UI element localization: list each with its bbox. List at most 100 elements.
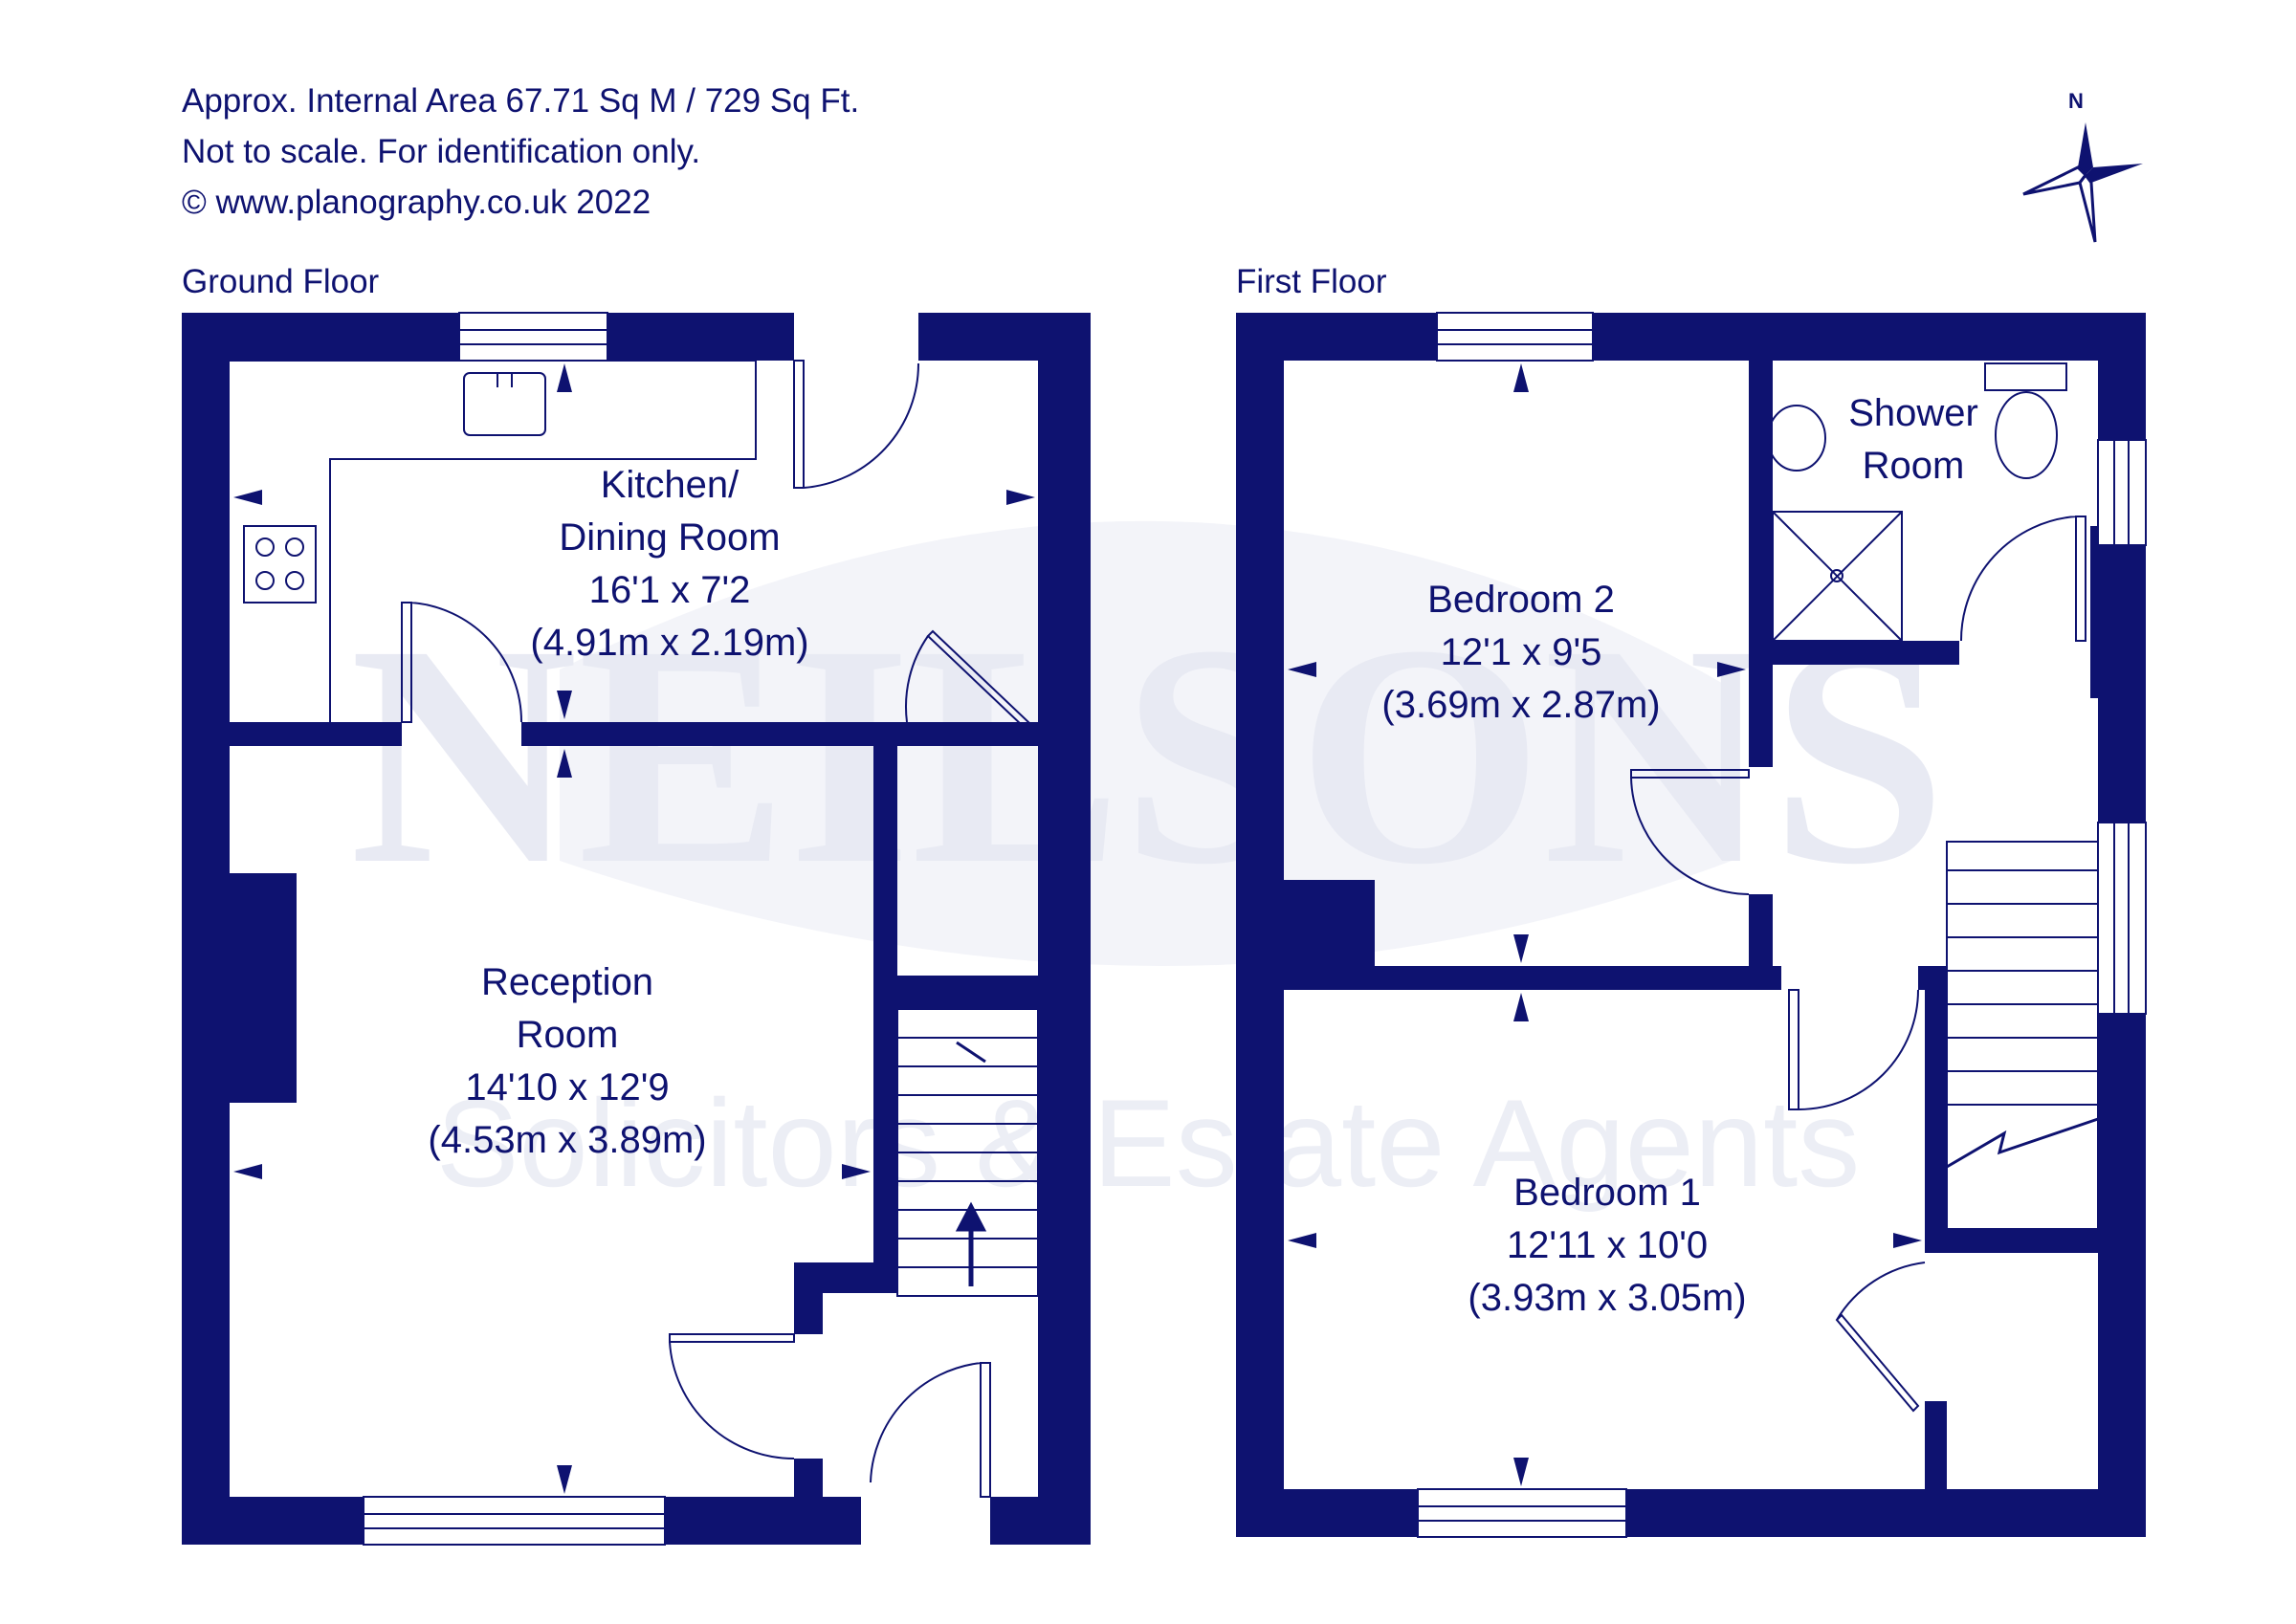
scale-disclaimer: Not to scale. For identification only. bbox=[182, 133, 701, 170]
bedroom2-metric: (3.69m x 2.87m) bbox=[1381, 684, 1660, 726]
watermark-tagline: Solicitors & Estate Agents bbox=[436, 1073, 1861, 1213]
ff-wall-bottom-right bbox=[1626, 1489, 2146, 1537]
ff-bed2-door-swing bbox=[1630, 769, 1750, 895]
kitchen-metric: (4.91m x 2.19m) bbox=[530, 622, 808, 664]
gf-kitchen-worktop bbox=[230, 360, 757, 722]
ff-wall-top-right bbox=[1593, 313, 2146, 361]
shower-drain-icon bbox=[1830, 569, 1843, 582]
dimension-arrow-icon bbox=[1513, 934, 1529, 963]
dimension-arrow-icon bbox=[1893, 1233, 1922, 1248]
first-floor-fixtures bbox=[1417, 312, 2147, 1538]
ff-wall-stub bbox=[1918, 966, 1947, 990]
gf-hall-wall-bottom bbox=[794, 1459, 823, 1497]
sink-icon bbox=[463, 372, 546, 436]
dimension-arrow-icon bbox=[557, 749, 572, 778]
ff-wall-shower-bottom bbox=[1773, 641, 1959, 665]
ff-wall-top-left bbox=[1236, 313, 1437, 361]
reception-name-1: Reception bbox=[481, 961, 653, 1003]
dimension-arrow-icon bbox=[1513, 993, 1529, 1021]
dimension-arrow-icon bbox=[1006, 490, 1035, 505]
kitchen-name-2: Dining Room bbox=[559, 516, 780, 559]
gf-back-door-swing bbox=[793, 360, 920, 489]
dimension-arrow-icon bbox=[233, 490, 262, 505]
ff-wall-right-thick bbox=[2090, 526, 2146, 698]
hob-icon bbox=[243, 525, 317, 604]
gf-wall-bottom-mid bbox=[665, 1497, 861, 1545]
bedroom1-name: Bedroom 1 bbox=[1513, 1172, 1701, 1214]
dimension-arrow-icon bbox=[233, 1164, 262, 1179]
ff-wall-bed2-right bbox=[1749, 361, 1773, 767]
ff-cupboard-door-swing bbox=[1835, 1262, 1926, 1413]
shower-tray-line bbox=[1772, 511, 1903, 642]
watermark-arch bbox=[560, 520, 1732, 966]
ff-shower-door-swing bbox=[1959, 516, 2086, 642]
gf-wall-top-left bbox=[182, 313, 459, 361]
dimension-arrow-icon bbox=[557, 1465, 572, 1494]
ground-floor-plan bbox=[182, 313, 1091, 1545]
gf-wall-left bbox=[182, 313, 230, 1545]
dimension-arrow-icon bbox=[1717, 662, 1746, 677]
gf-kitchen-door-swing bbox=[401, 602, 523, 723]
hob-ring bbox=[285, 538, 304, 557]
stair-break-icon bbox=[1946, 1117, 2099, 1169]
gf-chimney-breast bbox=[230, 873, 297, 1103]
compass-west-point bbox=[2022, 165, 2087, 196]
gf-kitchen-window bbox=[458, 312, 608, 362]
toilet-cistern-icon bbox=[1984, 362, 2067, 391]
hob-ring bbox=[255, 571, 275, 590]
shower-room-name-2: Room bbox=[1863, 445, 1965, 487]
gf-wall-under-stairs bbox=[873, 976, 1038, 1009]
dimension-arrow-icon bbox=[1513, 1458, 1529, 1486]
gf-wall-stub bbox=[1031, 722, 1038, 746]
gf-cupboard-door-swing bbox=[905, 629, 1030, 729]
ff-wall-bottom-left bbox=[1236, 1489, 1418, 1537]
ff-wall-between-bedrooms bbox=[1375, 966, 1781, 990]
dimension-arrow-icon bbox=[1288, 1233, 1316, 1248]
compass-east-point bbox=[2086, 164, 2143, 183]
gf-wall-top-mid bbox=[607, 313, 794, 361]
copyright-notice: © www.planography.co.uk 2022 bbox=[182, 184, 651, 221]
dimension-arrow-icon bbox=[557, 363, 572, 392]
bedroom1-metric: (3.93m x 3.05m) bbox=[1468, 1277, 1746, 1319]
gf-wall-bottom-right bbox=[990, 1497, 1091, 1545]
reception-imperial: 14'10 x 12'9 bbox=[465, 1066, 669, 1108]
gf-reception-door-swing bbox=[669, 1333, 795, 1460]
stair-break-icon bbox=[956, 1041, 986, 1064]
hob-ring bbox=[255, 538, 275, 557]
shower-room-name-1: Shower bbox=[1848, 392, 1978, 434]
gf-front-door-swing bbox=[870, 1362, 991, 1498]
gf-wall-kitchen-left bbox=[230, 722, 402, 746]
toilet-bowl-icon bbox=[1995, 391, 2058, 479]
ff-bed2-window bbox=[1436, 312, 1594, 362]
ff-bed1-window bbox=[1417, 1488, 1627, 1538]
area-caption: Approx. Internal Area 67.71 Sq M / 729 S… bbox=[182, 82, 860, 120]
gf-wall-bottom-left bbox=[182, 1497, 364, 1545]
kitchen-name-1: Kitchen/ bbox=[601, 464, 740, 506]
first-floor-label: First Floor bbox=[1236, 263, 1387, 300]
gf-hall-wall-step bbox=[794, 1262, 823, 1334]
bedroom1-imperial: 12'11 x 10'0 bbox=[1507, 1224, 1708, 1266]
gf-dimension-markers bbox=[233, 363, 1035, 1494]
ff-wall-cupboard-top bbox=[1925, 1229, 2098, 1253]
ff-staircase bbox=[1946, 841, 2099, 1230]
dimension-arrow-icon bbox=[1513, 363, 1529, 392]
stair-up-arrow-icon bbox=[955, 1201, 987, 1286]
gf-reception-window bbox=[363, 1496, 666, 1546]
bedroom2-imperial: 12'1 x 9'5 bbox=[1441, 631, 1602, 673]
north-compass: N bbox=[2022, 89, 2143, 243]
ground-floor-label: Ground Floor bbox=[182, 263, 380, 300]
gf-wall-right bbox=[1038, 313, 1091, 1545]
compass-south-point bbox=[2078, 172, 2097, 243]
ff-landing-window bbox=[2097, 822, 2147, 1015]
gf-room-labels: Kitchen/ Dining Room 16'1 x 7'2 (4.91m x… bbox=[428, 464, 808, 1161]
hob-ring bbox=[285, 571, 304, 590]
watermark-logo: NEILSONS Solicitors & Estate Agents bbox=[349, 520, 1947, 1213]
reception-name-2: Room bbox=[517, 1014, 619, 1056]
dimension-arrow-icon bbox=[842, 1164, 871, 1179]
compass-north-point bbox=[2078, 122, 2093, 175]
gf-wall-kitchen-right bbox=[521, 722, 1033, 746]
kitchen-imperial: 16'1 x 7'2 bbox=[589, 569, 751, 611]
compass-label: N bbox=[2068, 89, 2084, 113]
reception-metric: (4.53m x 3.89m) bbox=[428, 1119, 706, 1161]
